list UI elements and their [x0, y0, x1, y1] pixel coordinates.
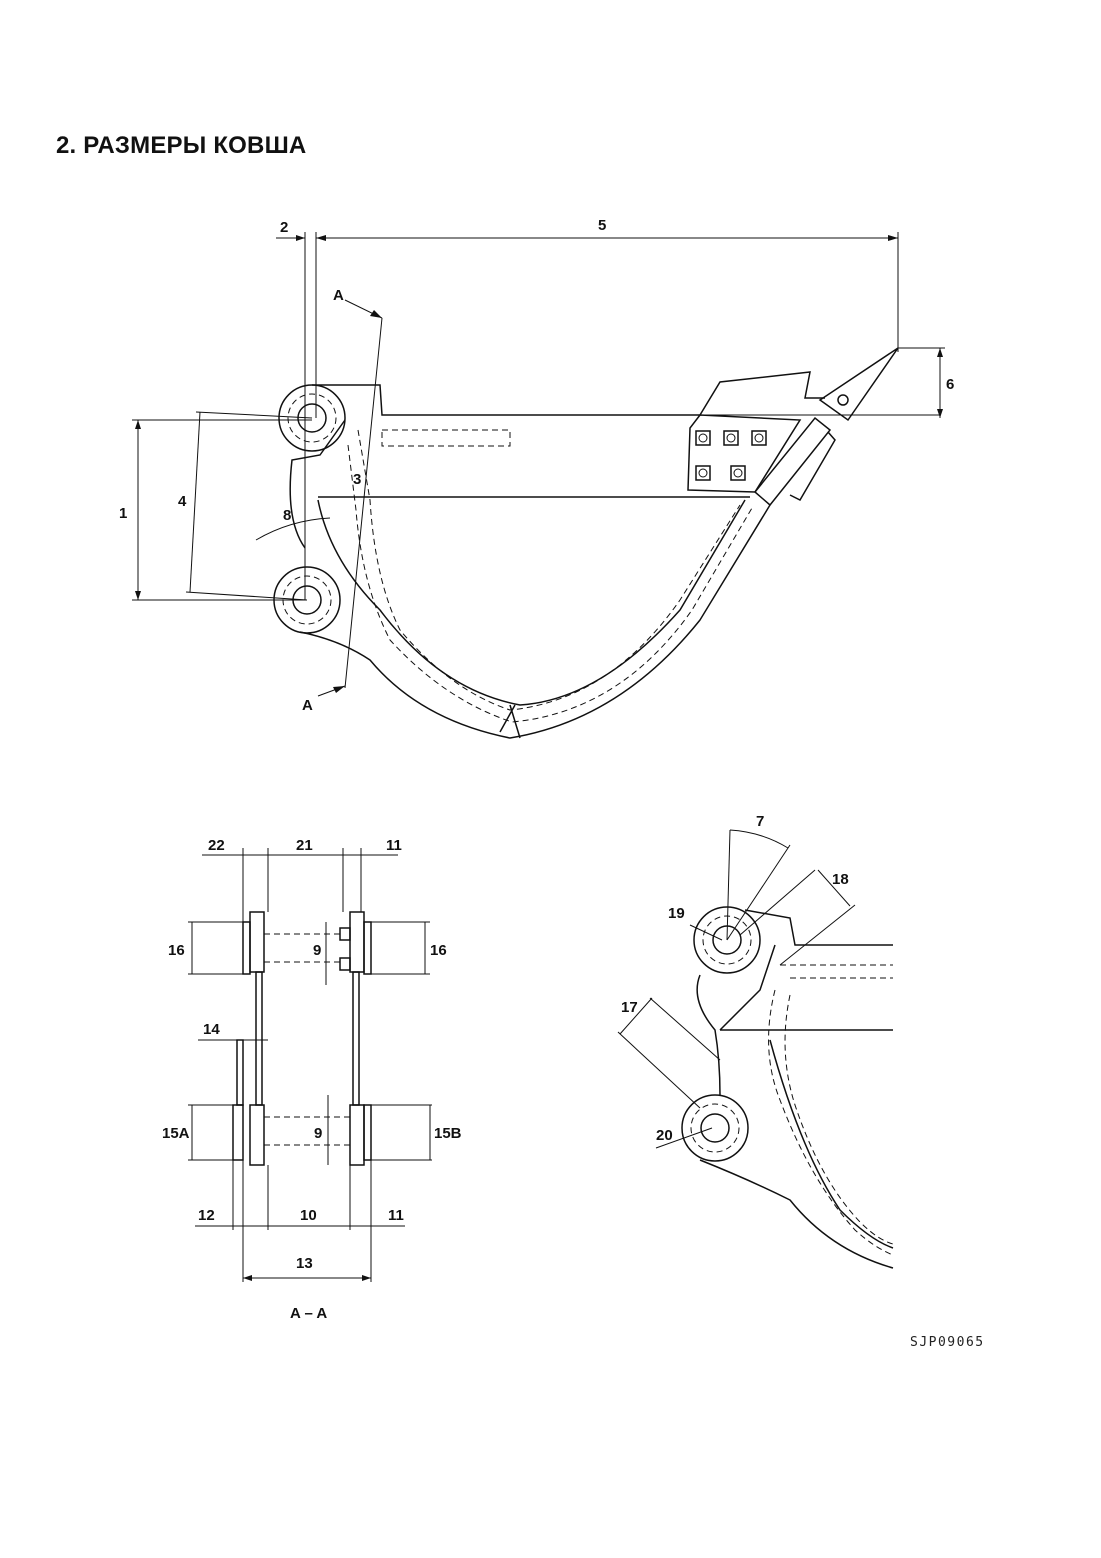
- label-17: 17: [621, 999, 638, 1016]
- label-7: 7: [756, 813, 764, 830]
- dimension-2: 2: [276, 219, 305, 241]
- label-9-bottom: 9: [314, 1125, 322, 1142]
- dimension-19: 19: [668, 905, 723, 941]
- bucket-body-outline: [289, 371, 825, 739]
- dimension-6: 6: [898, 347, 954, 418]
- section-mark-top: A: [333, 287, 344, 304]
- label-12: 12: [198, 1207, 215, 1224]
- drawing-code: SJP09065: [910, 1335, 985, 1350]
- label-11-bottom: 11: [388, 1207, 404, 1224]
- dimension-4: 4: [178, 411, 313, 601]
- label-14: 14: [203, 1021, 220, 1038]
- label-20: 20: [656, 1127, 673, 1144]
- section-caption: A – A: [290, 1305, 327, 1322]
- label-9-top: 9: [313, 942, 321, 959]
- label-3: 3: [353, 471, 361, 488]
- label-16-left: 16: [168, 942, 185, 959]
- dimension-5: 5: [316, 217, 899, 352]
- label-10: 10: [300, 1207, 317, 1224]
- label-21: 21: [296, 837, 313, 854]
- label-16-right: 16: [430, 942, 447, 959]
- label-11-top: 11: [386, 837, 402, 854]
- label-18: 18: [832, 871, 849, 888]
- section-mark-bottom: A: [302, 697, 313, 714]
- label-2: 2: [280, 219, 288, 236]
- adapter-bolts: [695, 430, 767, 481]
- cutting-edge: [753, 416, 836, 507]
- dimension-8: 8: [255, 507, 331, 541]
- label-19: 19: [668, 905, 685, 922]
- label-22: 22: [208, 837, 225, 854]
- label-5: 5: [598, 217, 606, 234]
- dimension-17: 17: [617, 997, 721, 1109]
- label-4: 4: [178, 493, 187, 510]
- section-a-a-view: 22 21 11 16 16 9 9 14 15A 15B 12 10 11 1…: [162, 837, 462, 1322]
- tooth-adapter-plate: [687, 414, 802, 493]
- dimension-1: 1: [119, 419, 312, 601]
- label-6: 6: [946, 376, 954, 393]
- side-view: 5 2 6 1 4 3: [119, 217, 954, 739]
- dimension-20: 20: [655, 1127, 713, 1149]
- detail-view: 7 18 19 17 20: [617, 813, 894, 1269]
- page-heading: 2. РАЗМЕРЫ КОВША: [56, 132, 307, 159]
- reinforcement-slot: [381, 429, 511, 447]
- label-15b: 15B: [434, 1125, 462, 1142]
- label-13: 13: [296, 1255, 313, 1272]
- bucket-tooth: [818, 347, 899, 422]
- dimension-18: 18: [739, 869, 856, 966]
- dimension-7: 7: [726, 813, 791, 941]
- label-1: 1: [119, 505, 127, 522]
- section-line-a-a: A A: [302, 287, 383, 714]
- label-15a: 15A: [162, 1125, 190, 1142]
- label-8: 8: [283, 507, 291, 524]
